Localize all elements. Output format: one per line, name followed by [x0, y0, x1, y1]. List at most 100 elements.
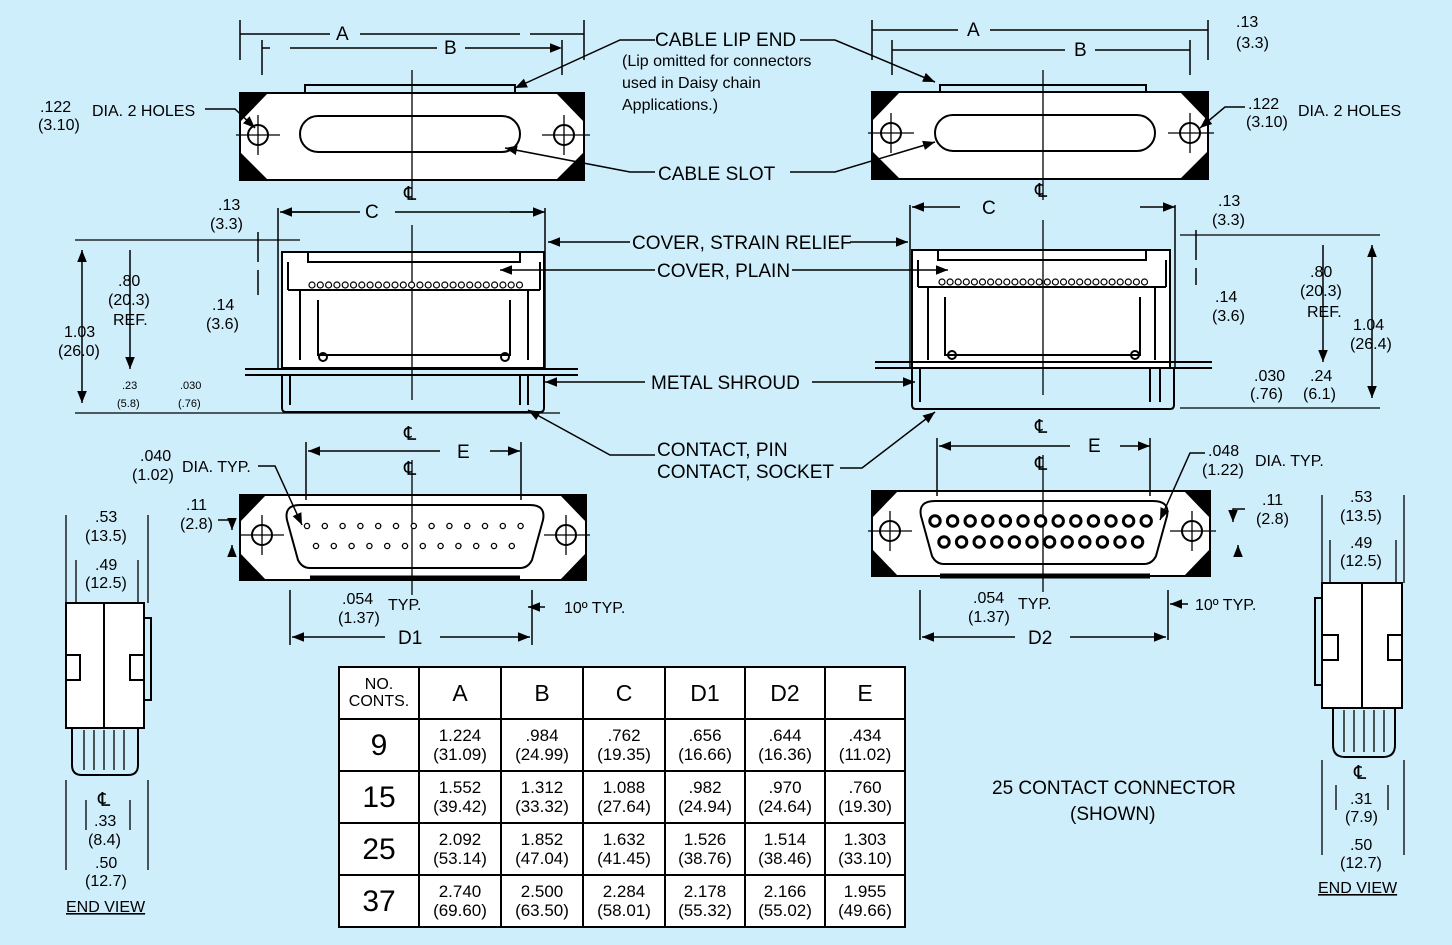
- socket-contact: [963, 514, 977, 528]
- mm-value: (63.50): [515, 901, 569, 920]
- dimension-cell: .760(19.30): [824, 770, 906, 824]
- socket-contact: [1095, 535, 1110, 549]
- dim-49-mm-left: (12.5): [85, 575, 127, 592]
- socket-contact: [1121, 514, 1136, 528]
- connector-shown-line-1: 25 CONTACT CONNECTOR: [992, 778, 1236, 799]
- contact-side: [325, 281, 333, 289]
- contact-side: [1027, 278, 1035, 286]
- contact-row-side-right: [938, 278, 1149, 286]
- dimension-cell: .984(24.99): [500, 718, 584, 772]
- header-b: B: [500, 666, 584, 720]
- cable-lip-end-label: CABLE LIP END: [655, 30, 796, 51]
- dim-122-left: .122: [40, 99, 71, 116]
- ref-right: REF.: [1307, 304, 1342, 321]
- dim-103-mm: (26.0): [58, 343, 100, 360]
- contact-socket-label: CONTACT, SOCKET: [657, 462, 834, 483]
- dim-11-left: .11: [186, 497, 207, 514]
- contact-side: [432, 281, 441, 289]
- typ-right: TYP.: [1018, 596, 1052, 613]
- contact-side: [507, 281, 515, 289]
- socket-contact: [1016, 514, 1030, 528]
- pin-contact: [446, 522, 453, 530]
- dimension-cell: .982(24.94): [664, 770, 746, 824]
- contact-side: [333, 281, 341, 289]
- connector-shown-line-2: (SHOWN): [1070, 804, 1155, 825]
- dim-13-mm-right: (3.3): [1212, 212, 1245, 229]
- dim-letter-b-left: B: [444, 38, 457, 59]
- contact-side: [491, 281, 499, 289]
- socket-contact: [937, 535, 951, 549]
- pin-contact: [419, 542, 427, 550]
- dia-typ-right: DIA. TYP.: [1255, 453, 1324, 470]
- contact-side: [391, 281, 399, 289]
- dim-14-mm-left: (3.6): [206, 316, 239, 333]
- contact-side: [1116, 278, 1124, 286]
- pin-contact: [455, 542, 462, 550]
- dim-14-right: .14: [1215, 289, 1237, 306]
- contact-side: [308, 281, 316, 289]
- mm-value: (33.32): [515, 797, 569, 816]
- contact-side: [1108, 278, 1116, 286]
- socket-contact: [990, 535, 1004, 549]
- pin-contact: [481, 522, 489, 530]
- inch-value: 2.500: [520, 882, 564, 901]
- socket-contacts-right: [928, 514, 1153, 549]
- contact-side: [1132, 278, 1141, 286]
- pin-contact: [472, 542, 480, 550]
- dim-13-top: .13: [1236, 14, 1258, 31]
- contact-side: [316, 281, 324, 289]
- dim-letter-d2: D2: [1028, 628, 1052, 649]
- dimension-cell: 2.284(58.01): [582, 874, 666, 928]
- dimension-cell: .970(24.64): [744, 770, 826, 824]
- centerline-mark: ℄: [1034, 181, 1048, 202]
- socket-contact: [972, 535, 986, 549]
- dim-49-mm-right: (12.5): [1340, 553, 1382, 570]
- dim-11-mm-right: (2.8): [1256, 511, 1289, 528]
- contact-side: [1003, 278, 1011, 286]
- mm-value: (39.42): [433, 797, 487, 816]
- pin-contact: [401, 542, 409, 550]
- centerline-mark: ℄: [403, 424, 417, 445]
- dim-31: .31: [1350, 791, 1372, 808]
- centerline-mark: ℄: [1034, 454, 1048, 475]
- header-d2: D2: [744, 666, 826, 720]
- centerline-mark: ℄: [1034, 417, 1048, 438]
- mm-value: (31.09): [433, 745, 487, 764]
- contact-side: [986, 278, 995, 286]
- contact-side: [374, 281, 382, 289]
- dim-122-mm-left: (3.10): [38, 117, 80, 134]
- dim-53-right: .53: [1350, 489, 1372, 506]
- socket-contact: [1051, 514, 1065, 528]
- contact-side: [383, 281, 391, 289]
- socket-contact: [998, 514, 1013, 528]
- contact-count-cell: 9: [338, 718, 420, 772]
- socket-contact: [1078, 535, 1092, 549]
- dimension-cell: 1.526(38.76): [664, 822, 746, 876]
- dimension-cell: 1.552(39.42): [418, 770, 502, 824]
- callout-text: CABLE LIP END (Lip omitted for connector…: [622, 30, 1236, 825]
- dim-letter-d1: D1: [398, 628, 422, 649]
- mm-value: (27.64): [597, 797, 651, 816]
- mm-value: (24.94): [678, 797, 732, 816]
- pin-contact: [303, 522, 311, 530]
- typ-left: TYP.: [388, 597, 422, 614]
- contact-side: [1011, 278, 1019, 286]
- dim-33-mm: (8.4): [88, 832, 121, 849]
- inch-value: 2.178: [683, 882, 727, 901]
- mm-value: (33.10): [838, 849, 892, 868]
- dim-13-mm-top: (3.3): [1236, 35, 1269, 52]
- mm-value: (41.45): [597, 849, 651, 868]
- inch-value: .970: [768, 778, 802, 797]
- cover-strain-relief-label: COVER, STRAIN RELIEF: [632, 233, 852, 254]
- dim-122-mm-right: (3.10): [1246, 114, 1288, 131]
- contact-side: [1092, 278, 1100, 286]
- dim-23-mm: (5.8): [117, 398, 140, 410]
- centerline-mark: ℄: [403, 184, 417, 205]
- inch-value: 1.632: [602, 830, 646, 849]
- mm-value: (47.04): [515, 849, 569, 868]
- dimension-cell: 2.178(55.32): [664, 874, 746, 928]
- dim-054-right: .054: [973, 590, 1004, 607]
- dim-048-mm: (1.22): [1202, 462, 1244, 479]
